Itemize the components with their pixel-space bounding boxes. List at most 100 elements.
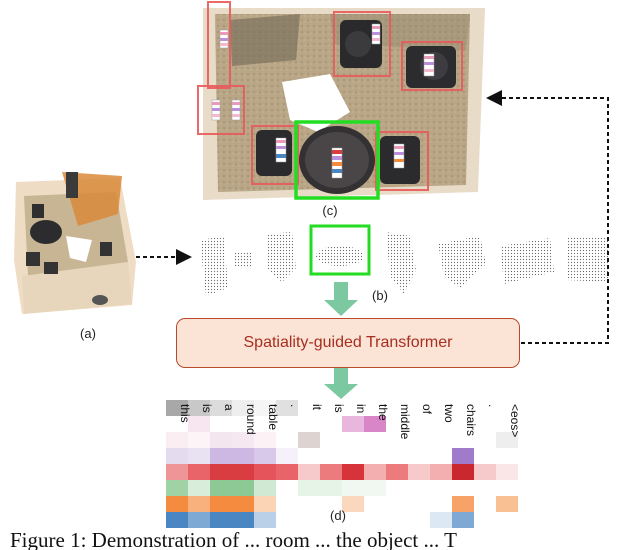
heatmap-cell bbox=[166, 448, 188, 464]
heatmap-cell bbox=[496, 448, 518, 464]
arrow-transformer-to-c bbox=[486, 90, 609, 344]
heatmap-cell bbox=[386, 416, 408, 432]
heatmap-cell bbox=[276, 512, 298, 528]
heatmap-cell bbox=[408, 480, 430, 496]
heatmap-cell bbox=[232, 416, 254, 432]
heatmap-cell bbox=[166, 416, 188, 432]
token-label: table bbox=[266, 404, 280, 430]
heatmap-cell bbox=[408, 512, 430, 528]
heatmap-cell bbox=[276, 448, 298, 464]
heatmap-cell bbox=[166, 496, 188, 512]
room-topdown-scene bbox=[197, 1, 485, 200]
chair bbox=[340, 20, 382, 68]
heatmap-cell bbox=[166, 400, 188, 416]
heatmap-cell bbox=[364, 512, 386, 528]
heatmap-cell bbox=[188, 432, 210, 448]
heatmap-cell bbox=[342, 432, 364, 448]
heatmap-cell bbox=[232, 464, 254, 480]
heatmap-cell bbox=[408, 496, 430, 512]
heatmap-cell bbox=[496, 496, 518, 512]
heatmap-cell bbox=[232, 432, 254, 448]
heatmap-cell bbox=[276, 416, 298, 432]
heatmap-cell bbox=[342, 496, 364, 512]
token-label: chairs bbox=[464, 404, 478, 436]
heatmap-cell bbox=[188, 448, 210, 464]
heatmap-cell bbox=[386, 400, 408, 416]
heatmap-cell bbox=[276, 480, 298, 496]
heatmap-cell bbox=[386, 480, 408, 496]
heatmap-cell bbox=[298, 400, 320, 416]
heatmap-cell bbox=[430, 464, 452, 480]
heatmap-cell bbox=[254, 464, 276, 480]
heatmap-cell bbox=[342, 416, 364, 432]
token-label: it bbox=[310, 404, 324, 411]
heatmap-cell bbox=[452, 400, 474, 416]
heatmap-cell bbox=[364, 416, 386, 432]
heatmap-cell bbox=[430, 512, 452, 528]
heatmap-cell bbox=[342, 480, 364, 496]
point-cloud-chair bbox=[386, 232, 416, 294]
heatmap-cell bbox=[474, 448, 496, 464]
heatmap-cell bbox=[276, 464, 298, 480]
object-point-clouds bbox=[200, 224, 610, 296]
heatmap-cell bbox=[386, 448, 408, 464]
heatmap-cell bbox=[210, 416, 232, 432]
heatmap-cell bbox=[254, 432, 276, 448]
heatmap-cell bbox=[166, 512, 188, 528]
heatmap-cell bbox=[408, 400, 430, 416]
heatmap-cell bbox=[320, 512, 342, 528]
heatmap-cell bbox=[188, 416, 210, 432]
heatmap-cell bbox=[364, 480, 386, 496]
heatmap-cell bbox=[188, 496, 210, 512]
label-b: (b) bbox=[372, 288, 388, 303]
chair bbox=[256, 130, 292, 176]
heatmap-cell bbox=[276, 400, 298, 416]
heatmap-cell bbox=[210, 432, 232, 448]
heatmap-cell bbox=[298, 448, 320, 464]
heatmap-cell bbox=[276, 432, 298, 448]
heatmap-cell bbox=[298, 480, 320, 496]
highlight-box bbox=[294, 120, 380, 200]
label-a: (a) bbox=[80, 326, 96, 341]
heatmap-cell bbox=[254, 400, 276, 416]
token-label: a bbox=[222, 404, 236, 411]
heatmap-cell bbox=[342, 464, 364, 480]
heatmap-cell bbox=[210, 480, 232, 496]
heatmap-cell bbox=[188, 480, 210, 496]
token-label: two bbox=[442, 404, 456, 423]
figure-caption: Figure 1: Demonstration of ... room ... … bbox=[10, 528, 457, 550]
heatmap-cell bbox=[408, 448, 430, 464]
heatmap-cell bbox=[496, 400, 518, 416]
heatmap-cell bbox=[408, 464, 430, 480]
arrow-transformer-to-d bbox=[324, 368, 358, 399]
heatmap-cell bbox=[188, 400, 210, 416]
heatmap-cell bbox=[254, 416, 276, 432]
heatmap-cell bbox=[474, 464, 496, 480]
heatmap-cell bbox=[452, 432, 474, 448]
token-label: . bbox=[486, 404, 500, 407]
heatmap-cell bbox=[210, 464, 232, 480]
point-cloud-box bbox=[234, 252, 252, 268]
point-cloud-sofa bbox=[500, 238, 554, 284]
heatmap-cell bbox=[210, 400, 232, 416]
token-label: is bbox=[332, 404, 346, 413]
heatmap-cell bbox=[298, 496, 320, 512]
embedding-bars bbox=[211, 23, 435, 179]
heatmap-cell bbox=[386, 432, 408, 448]
heatmap-cell bbox=[474, 512, 496, 528]
token-label: middle bbox=[398, 404, 412, 440]
heatmap-cell bbox=[320, 400, 342, 416]
heatmap-cell bbox=[320, 448, 342, 464]
heatmap-cell bbox=[364, 464, 386, 480]
heatmap-cell bbox=[210, 448, 232, 464]
heatmap-cell bbox=[452, 416, 474, 432]
heatmap-cell bbox=[364, 496, 386, 512]
heatmap-cell bbox=[254, 448, 276, 464]
transformer-label: Spatiality-guided Transformer bbox=[243, 334, 453, 351]
heatmap-cell bbox=[342, 512, 364, 528]
heatmap-cell bbox=[496, 432, 518, 448]
heatmap-cell bbox=[298, 512, 320, 528]
heatmap-cell bbox=[452, 496, 474, 512]
point-cloud-cabinet bbox=[566, 236, 610, 282]
